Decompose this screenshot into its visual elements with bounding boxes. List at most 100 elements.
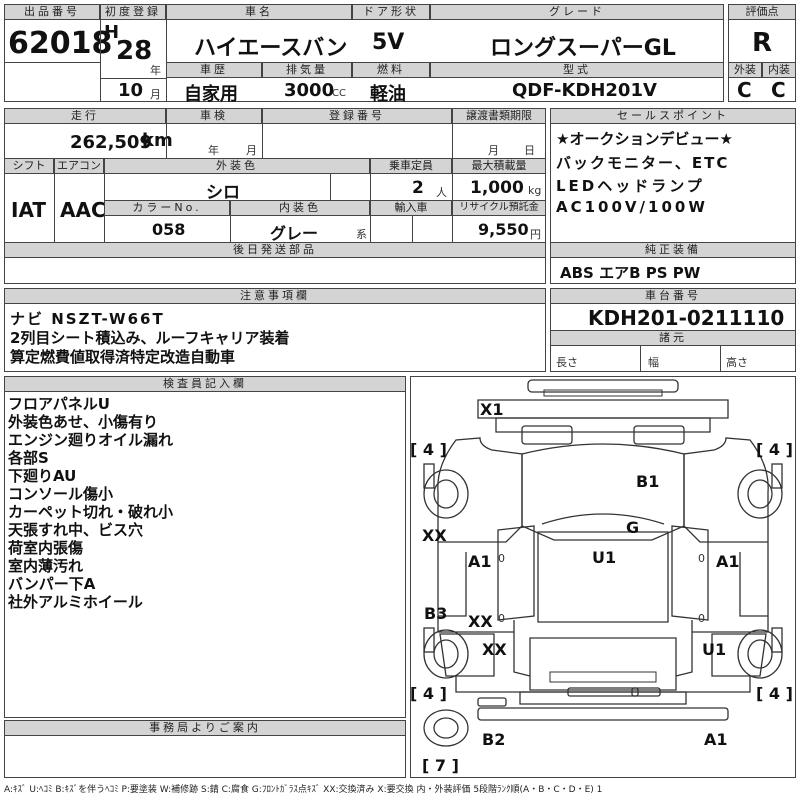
displacement: 3000: [284, 80, 335, 101]
interior-color: グレー: [270, 224, 319, 243]
diagram-label-g: G: [626, 518, 640, 537]
recycle-header: リサイクル預託金: [452, 200, 546, 216]
inspector-note-line: 社外アルミホイール: [8, 593, 143, 611]
inspection-header: 車検: [166, 108, 262, 124]
reg-year: 28: [116, 36, 153, 66]
exterior-header: 外装: [728, 62, 762, 78]
max-load-unit: kg: [528, 184, 542, 197]
note-line: ナビ NSZT-W66T: [10, 310, 165, 328]
diagram-label-u1-right: U1: [702, 640, 727, 659]
lot-header: 出品番号: [4, 4, 100, 20]
shift-header: シフト: [4, 158, 54, 174]
mileage: 262,509: [70, 132, 152, 153]
sales-line: ★オークションデビュー★: [556, 130, 733, 148]
exterior-rating: C: [737, 78, 752, 102]
chassis-number: KDH201-0211110: [588, 306, 785, 330]
grade: ロングスーパーGL: [490, 36, 676, 61]
max-load: 1,000: [470, 178, 524, 198]
diagram-zero-left: 0: [498, 552, 505, 565]
model-header: 型式: [430, 62, 724, 78]
model-code: QDF-KDH201V: [512, 80, 657, 101]
interior-color-header: 内装色: [230, 200, 370, 216]
mileage-unit: km: [142, 130, 173, 151]
later-parts-header: 後日発送部品: [4, 242, 546, 258]
note-line: 算定燃費値取得済特定改造自動車: [10, 348, 236, 366]
diagram-label-a1-right: A1: [716, 552, 740, 571]
recycle-fee: 9,550: [478, 220, 529, 239]
inspector-note-line: 天張すれ中、ビス穴: [8, 521, 144, 539]
inspector-note-line: 荷室内張傷: [8, 539, 84, 557]
tire-depth-spare: [ 7 ]: [422, 756, 459, 775]
diagram-label-xx-left: XX: [422, 526, 447, 545]
spec-height: 高さ: [726, 356, 748, 369]
spec-header: 諸元: [550, 330, 796, 346]
history-header: 車歴: [166, 62, 262, 78]
vehicle-diagram: [423, 379, 783, 747]
transfer-day: 日: [524, 144, 535, 157]
interior-header: 内装: [762, 62, 796, 78]
sales-line: バックモニター、ETC: [556, 154, 730, 172]
reg-month-unit: 月: [150, 88, 161, 101]
sales-line: LEDヘッドランプ: [556, 177, 705, 195]
score-header: 評価点: [728, 4, 796, 20]
shift: IAT: [11, 198, 47, 222]
transfer-month: 月: [488, 144, 499, 157]
inspector-note-line: カーペット切れ・破れ小: [8, 503, 174, 521]
spec-width: 幅: [648, 356, 659, 369]
interior-color-unit: 系: [356, 228, 367, 241]
fuel: 軽油: [370, 84, 406, 105]
damage-diagram-block: [410, 376, 796, 778]
reg-year-unit: 年: [150, 64, 161, 77]
office-header: 事務局よりご案内: [4, 720, 406, 736]
diagram-label-b3: B3: [424, 604, 448, 623]
fuel-header: 燃料: [352, 62, 430, 78]
mileage-header: 走行: [4, 108, 166, 124]
chassis-header: 車台番号: [550, 288, 796, 304]
diagram-label-u1: U1: [592, 548, 617, 567]
diagram-zero-lower-right: 0: [698, 612, 705, 625]
lot-number: 62018: [8, 26, 113, 61]
inspector-note-line: 下廻りAU: [8, 467, 77, 485]
equipment-header: 純正装備: [550, 242, 796, 258]
color-number: 058: [152, 220, 186, 239]
import-header: 輸入車: [370, 200, 452, 216]
inspector-note-line: 室内薄汚れ: [8, 557, 84, 575]
sales-line: AC100V/100W: [556, 198, 708, 216]
diagram-label-xx-mid: XX: [468, 612, 493, 631]
inspector-note-line: コンソール傷小: [8, 485, 114, 503]
color-header: 外装色: [104, 158, 370, 174]
transfer-header: 譲渡書類期限: [452, 108, 546, 124]
inspector-note-line: 外装色あせ、小傷有り: [8, 413, 159, 431]
diagram-label-xx-lower: XX: [482, 640, 507, 659]
displacement-unit: CC: [332, 88, 346, 99]
tire-depth-front-right: [ 4 ]: [756, 440, 793, 459]
diagram-label-a1-left: A1: [468, 552, 492, 571]
diagram-label-a1-bottom: A1: [704, 730, 728, 749]
door-header: ドア形状: [352, 4, 430, 20]
inspection-month: 月: [246, 144, 257, 157]
diagram-label-b2: B2: [482, 730, 506, 749]
diagram-label-b1: B1: [636, 472, 660, 491]
grade-header: グレード: [430, 4, 724, 20]
capacity-unit: 人: [436, 186, 447, 199]
exterior-color: シロ: [206, 183, 240, 203]
capacity: 2: [412, 178, 424, 198]
recycle-unit: 円: [530, 228, 541, 241]
tire-depth-front-left: [ 4 ]: [410, 440, 447, 459]
inspector-note-line: フロアパネルU: [8, 395, 110, 413]
max-load-header: 最大積載量: [452, 158, 546, 174]
diagram-zero-right: 0: [698, 552, 705, 565]
history: 自家用: [184, 84, 238, 105]
inspector-note-line: バンパー下A: [8, 575, 96, 593]
tire-depth-rear-left: [ 4 ]: [410, 684, 447, 703]
interior-rating: C: [771, 78, 786, 102]
reg-number-header: 登録番号: [262, 108, 452, 124]
car-name: ハイエースバン: [194, 36, 348, 61]
ac-header: エアコン: [54, 158, 104, 174]
inspector-note-line: エンジン廻りオイル漏れ: [8, 431, 174, 449]
door-type: 5V: [372, 30, 405, 55]
score: R: [752, 28, 773, 58]
color-number-header: カラーNo.: [104, 200, 230, 216]
car-name-header: 車名: [166, 4, 352, 20]
